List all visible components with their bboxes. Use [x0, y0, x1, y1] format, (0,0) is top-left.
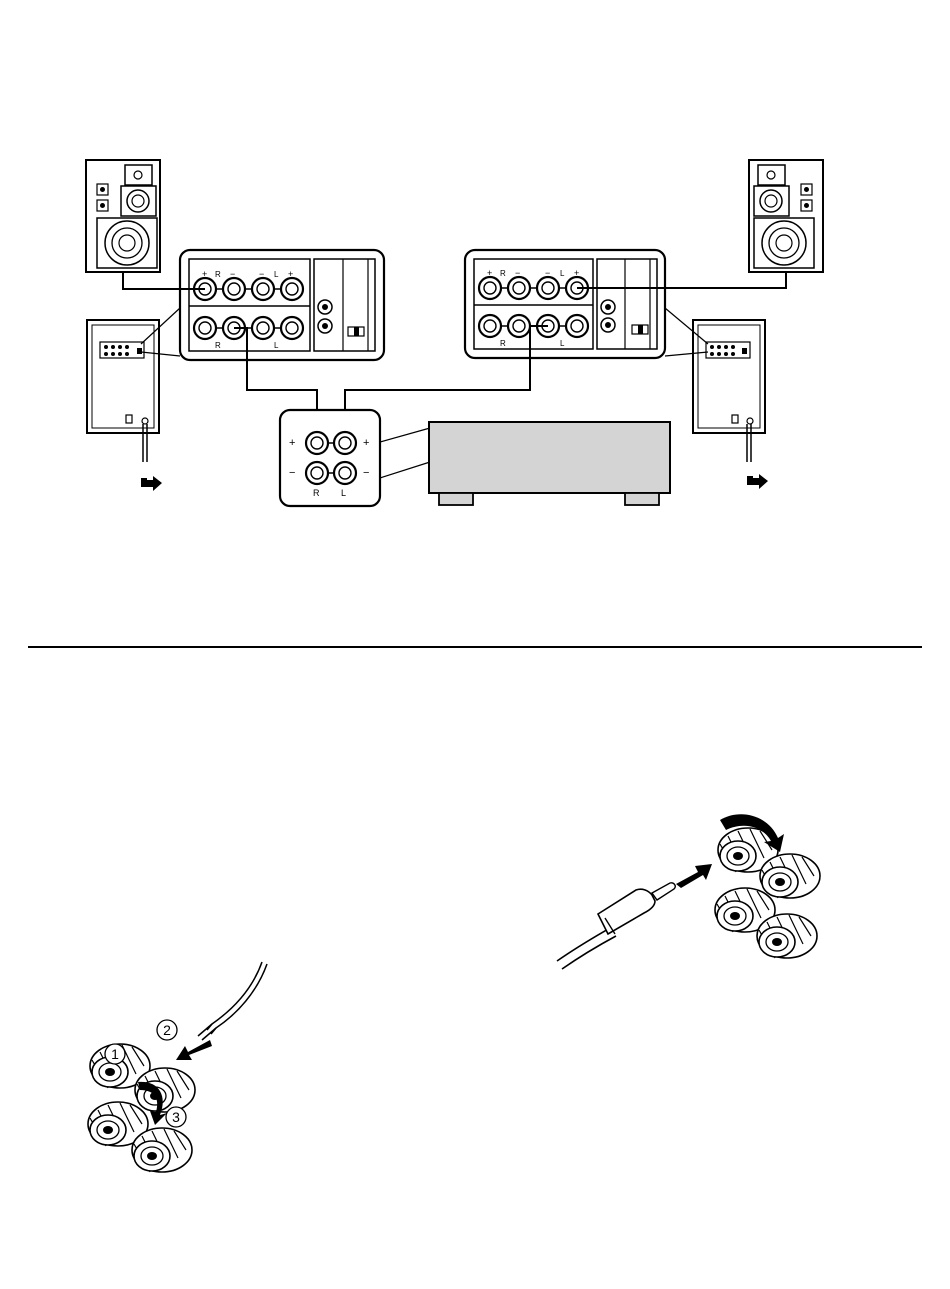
- banana-plug-icon: [598, 889, 655, 934]
- binding-post-icon: [132, 1128, 192, 1172]
- svg-text:+: +: [289, 437, 295, 449]
- svg-text:+: +: [288, 269, 293, 279]
- bare-wire-binding-post-illustration: 1 2 3: [88, 962, 267, 1172]
- right-arrow-icon: [747, 474, 768, 489]
- left-speaker-icon: [86, 160, 160, 272]
- svg-text:R: R: [215, 341, 221, 350]
- svg-text:+: +: [363, 437, 369, 449]
- svg-text:L: L: [341, 488, 346, 498]
- left-subwoofer-icon: [87, 320, 159, 462]
- step-3-label: 3: [172, 1109, 180, 1125]
- svg-text:R: R: [500, 269, 506, 278]
- left-terminal-panel: + R − − L + R L: [141, 250, 384, 360]
- svg-text:L: L: [560, 339, 565, 348]
- insert-arrow-icon: [176, 1040, 212, 1060]
- right-subwoofer-icon: [693, 320, 765, 462]
- svg-text:R: R: [215, 270, 221, 279]
- binding-post-icon: [757, 914, 817, 958]
- binding-post-icon: [760, 854, 820, 898]
- svg-text:+: +: [574, 268, 579, 278]
- banana-plug-binding-post-illustration: [557, 814, 820, 969]
- svg-text:L: L: [560, 269, 565, 278]
- amplifier-icon: [429, 422, 670, 505]
- right-speaker-icon: [749, 160, 823, 272]
- step-2-label: 2: [163, 1022, 171, 1038]
- svg-text:−: −: [259, 269, 264, 279]
- step-1-label: 1: [111, 1046, 119, 1062]
- svg-text:−: −: [230, 269, 235, 279]
- svg-text:L: L: [274, 270, 279, 279]
- svg-text:R: R: [500, 339, 506, 348]
- svg-text:+: +: [487, 268, 492, 278]
- insert-arrow-icon: [676, 864, 712, 888]
- svg-text:+: +: [202, 269, 207, 279]
- amplifier-terminal-block: + + − − R L: [280, 410, 430, 506]
- left-arrow-icon: [141, 476, 162, 491]
- svg-text:−: −: [515, 268, 520, 278]
- svg-text:R: R: [313, 488, 320, 498]
- svg-text:L: L: [274, 341, 279, 350]
- right-terminal-panel: + R − − L + R L: [465, 250, 708, 358]
- svg-text:−: −: [289, 467, 295, 479]
- svg-text:−: −: [545, 268, 550, 278]
- svg-text:−: −: [363, 467, 369, 479]
